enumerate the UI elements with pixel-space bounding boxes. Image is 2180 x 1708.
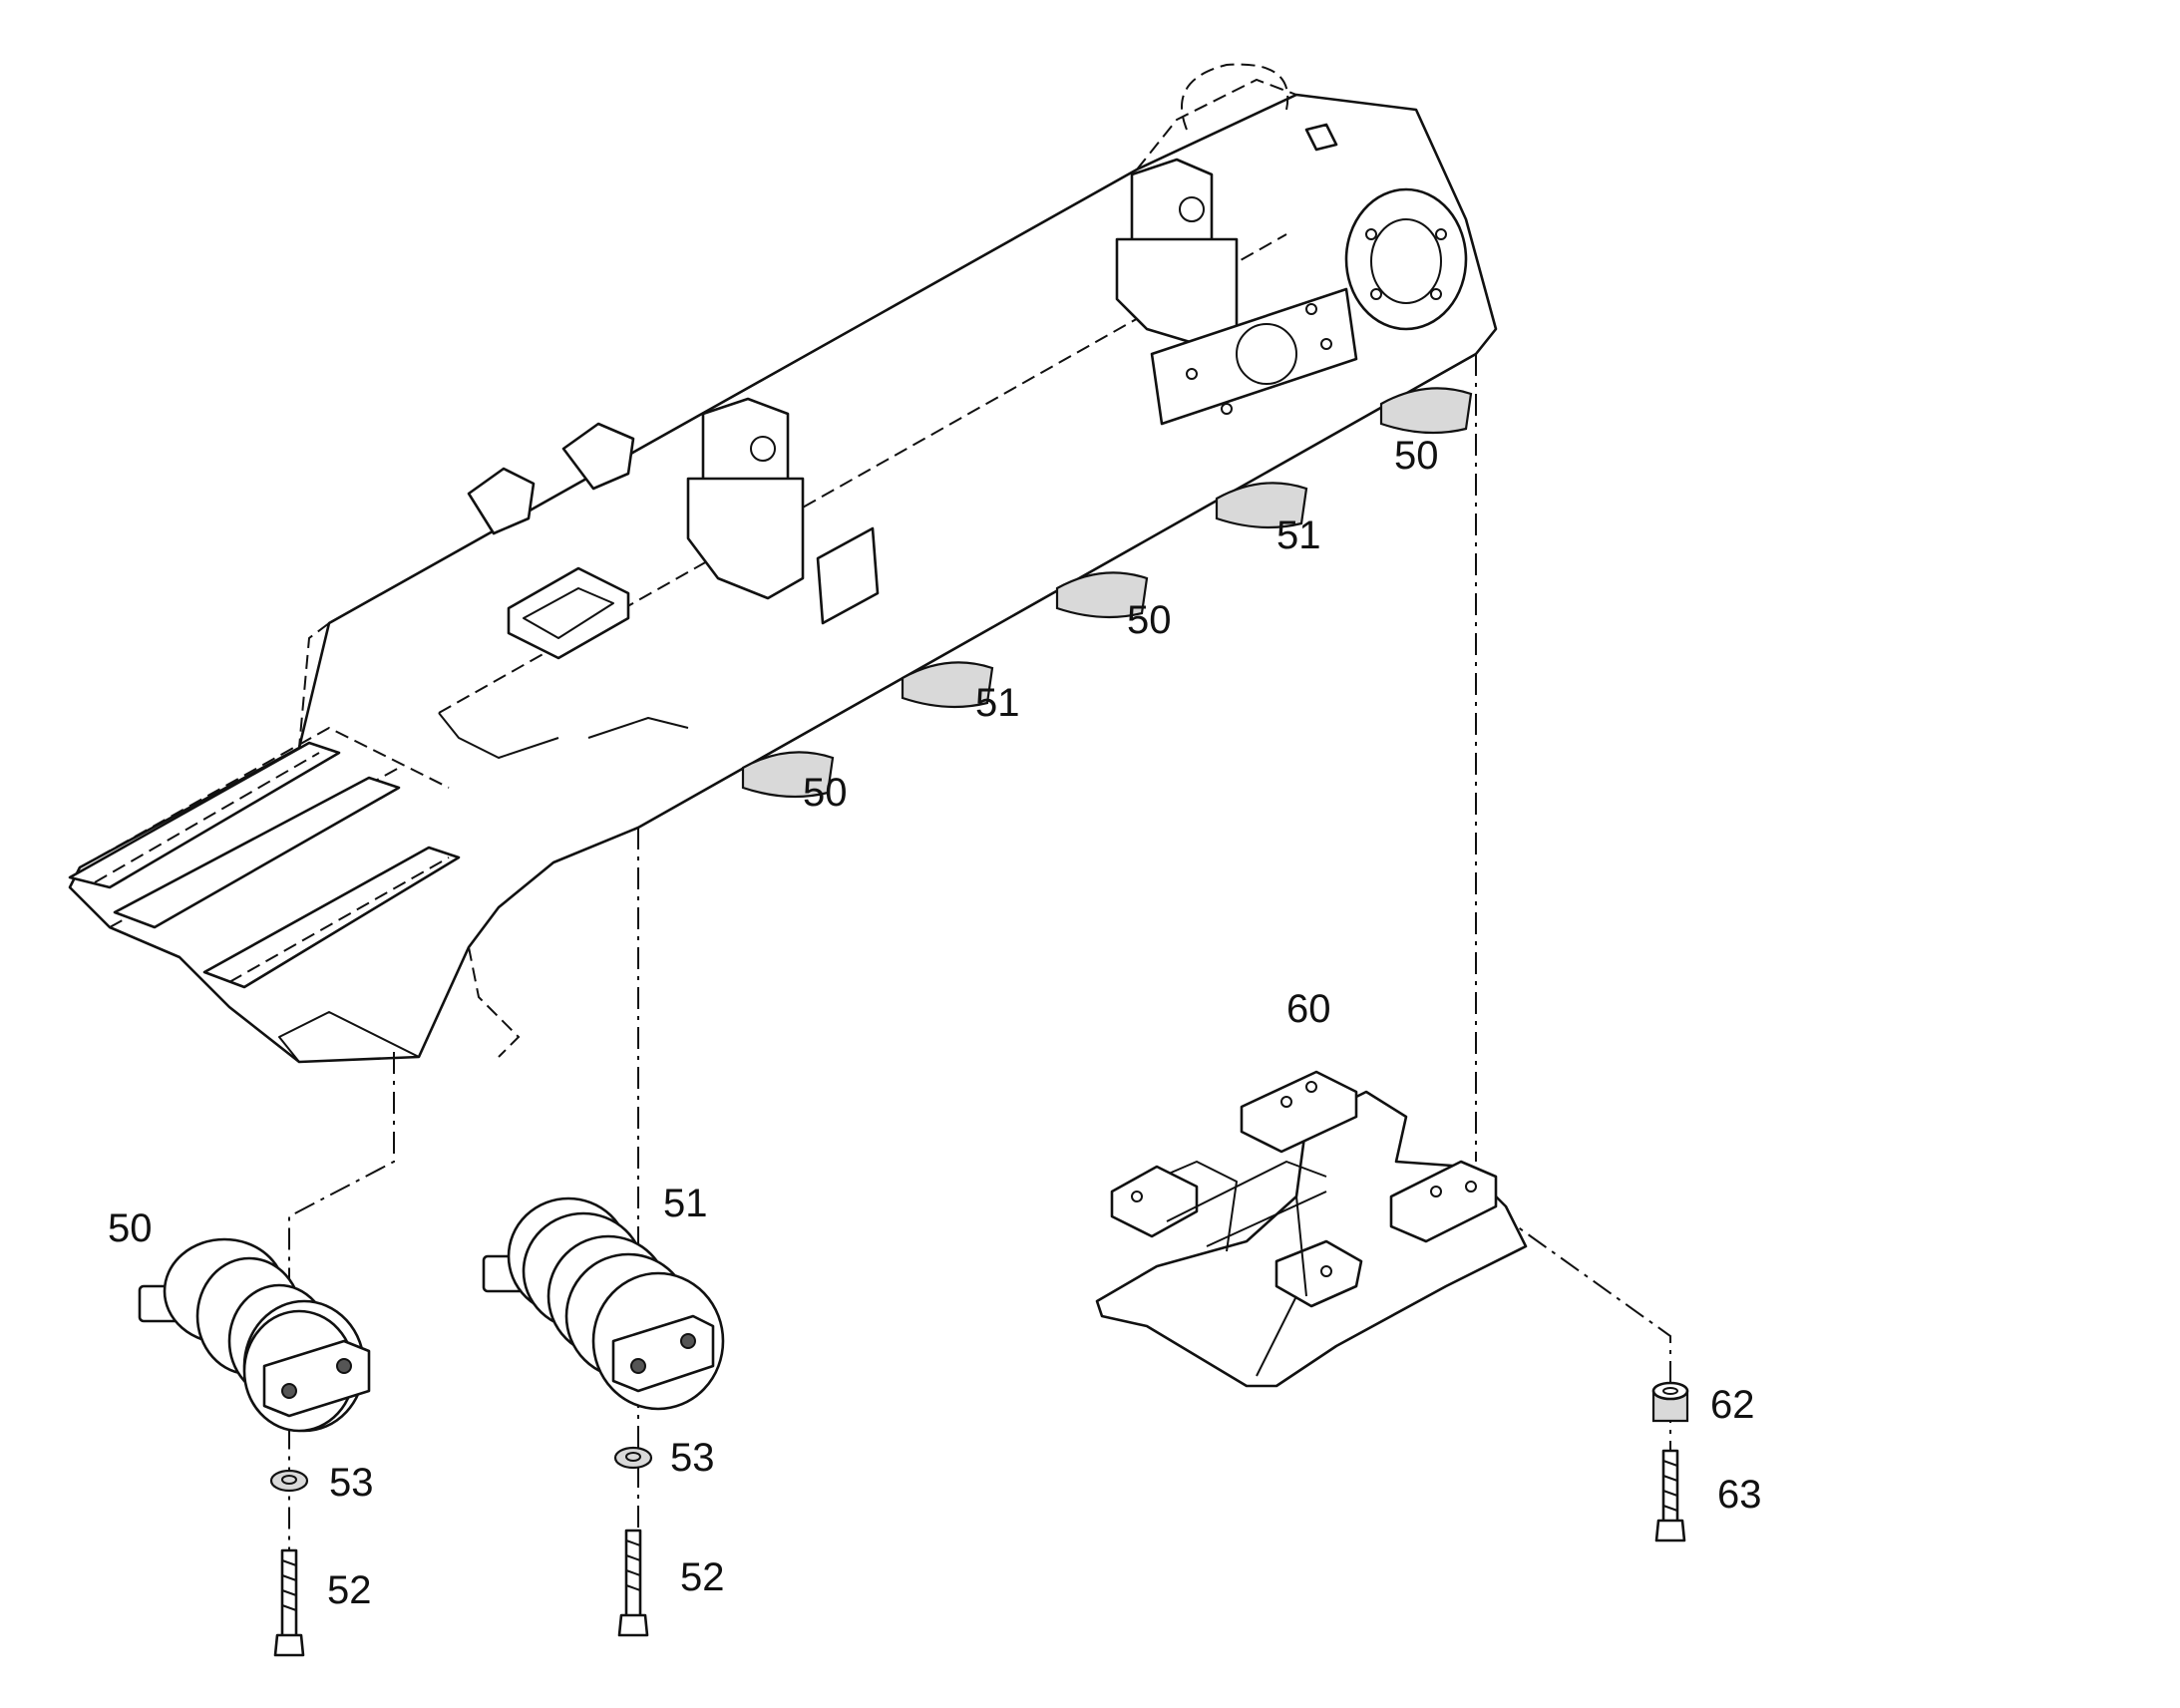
callout-roller-single-exploded: 50 xyxy=(108,1206,153,1250)
roller-single-flange xyxy=(138,1237,371,1433)
callout-bolt-left: 52 xyxy=(327,1568,372,1612)
leader-guard-bolt xyxy=(1495,1210,1671,1521)
mounted-rollers xyxy=(741,387,1473,799)
callout-guard-bolt: 63 xyxy=(1717,1473,1762,1517)
frame-side-bracket xyxy=(816,526,880,625)
callout-guard: 60 xyxy=(1286,987,1331,1031)
callout-roller-double-upper-front: 51 xyxy=(975,681,1020,725)
frame-bracket-left-1 xyxy=(467,467,536,535)
callout-roller-single-upper-front: 50 xyxy=(803,771,848,815)
roller-double-flange xyxy=(482,1196,725,1411)
callout-bushing: 62 xyxy=(1710,1383,1755,1427)
bolt-right xyxy=(617,1529,649,1637)
guard-bolt xyxy=(1654,1449,1686,1542)
callout-roller-double-upper-rear: 51 xyxy=(1276,513,1321,557)
callout-roller-single-upper-rear: 50 xyxy=(1394,434,1439,478)
bushing xyxy=(1651,1381,1689,1423)
callout-roller-single-upper-mid: 50 xyxy=(1127,598,1172,642)
frame-bracket-left-2 xyxy=(561,422,635,491)
callouts: 50 51 50 51 50 60 50 51 53 53 52 52 62 6… xyxy=(108,434,1762,1612)
track-frame xyxy=(68,63,1498,1064)
washer-right xyxy=(613,1446,653,1470)
bolt-left xyxy=(273,1548,305,1657)
frame-mount-middle xyxy=(686,397,805,600)
callout-washer-right: 53 xyxy=(670,1436,715,1480)
callout-washer-left: 53 xyxy=(329,1461,374,1505)
roller-guard xyxy=(1095,1070,1528,1388)
frame-cover-plate xyxy=(507,566,630,660)
frame-sprocket-hub xyxy=(1304,123,1468,331)
callout-roller-double-exploded: 51 xyxy=(663,1182,708,1225)
frame-mount-upper-right xyxy=(1115,158,1239,346)
frame-mounting-plate xyxy=(1150,287,1358,426)
callout-bolt-right: 52 xyxy=(680,1555,725,1599)
washer-left xyxy=(269,1469,309,1493)
